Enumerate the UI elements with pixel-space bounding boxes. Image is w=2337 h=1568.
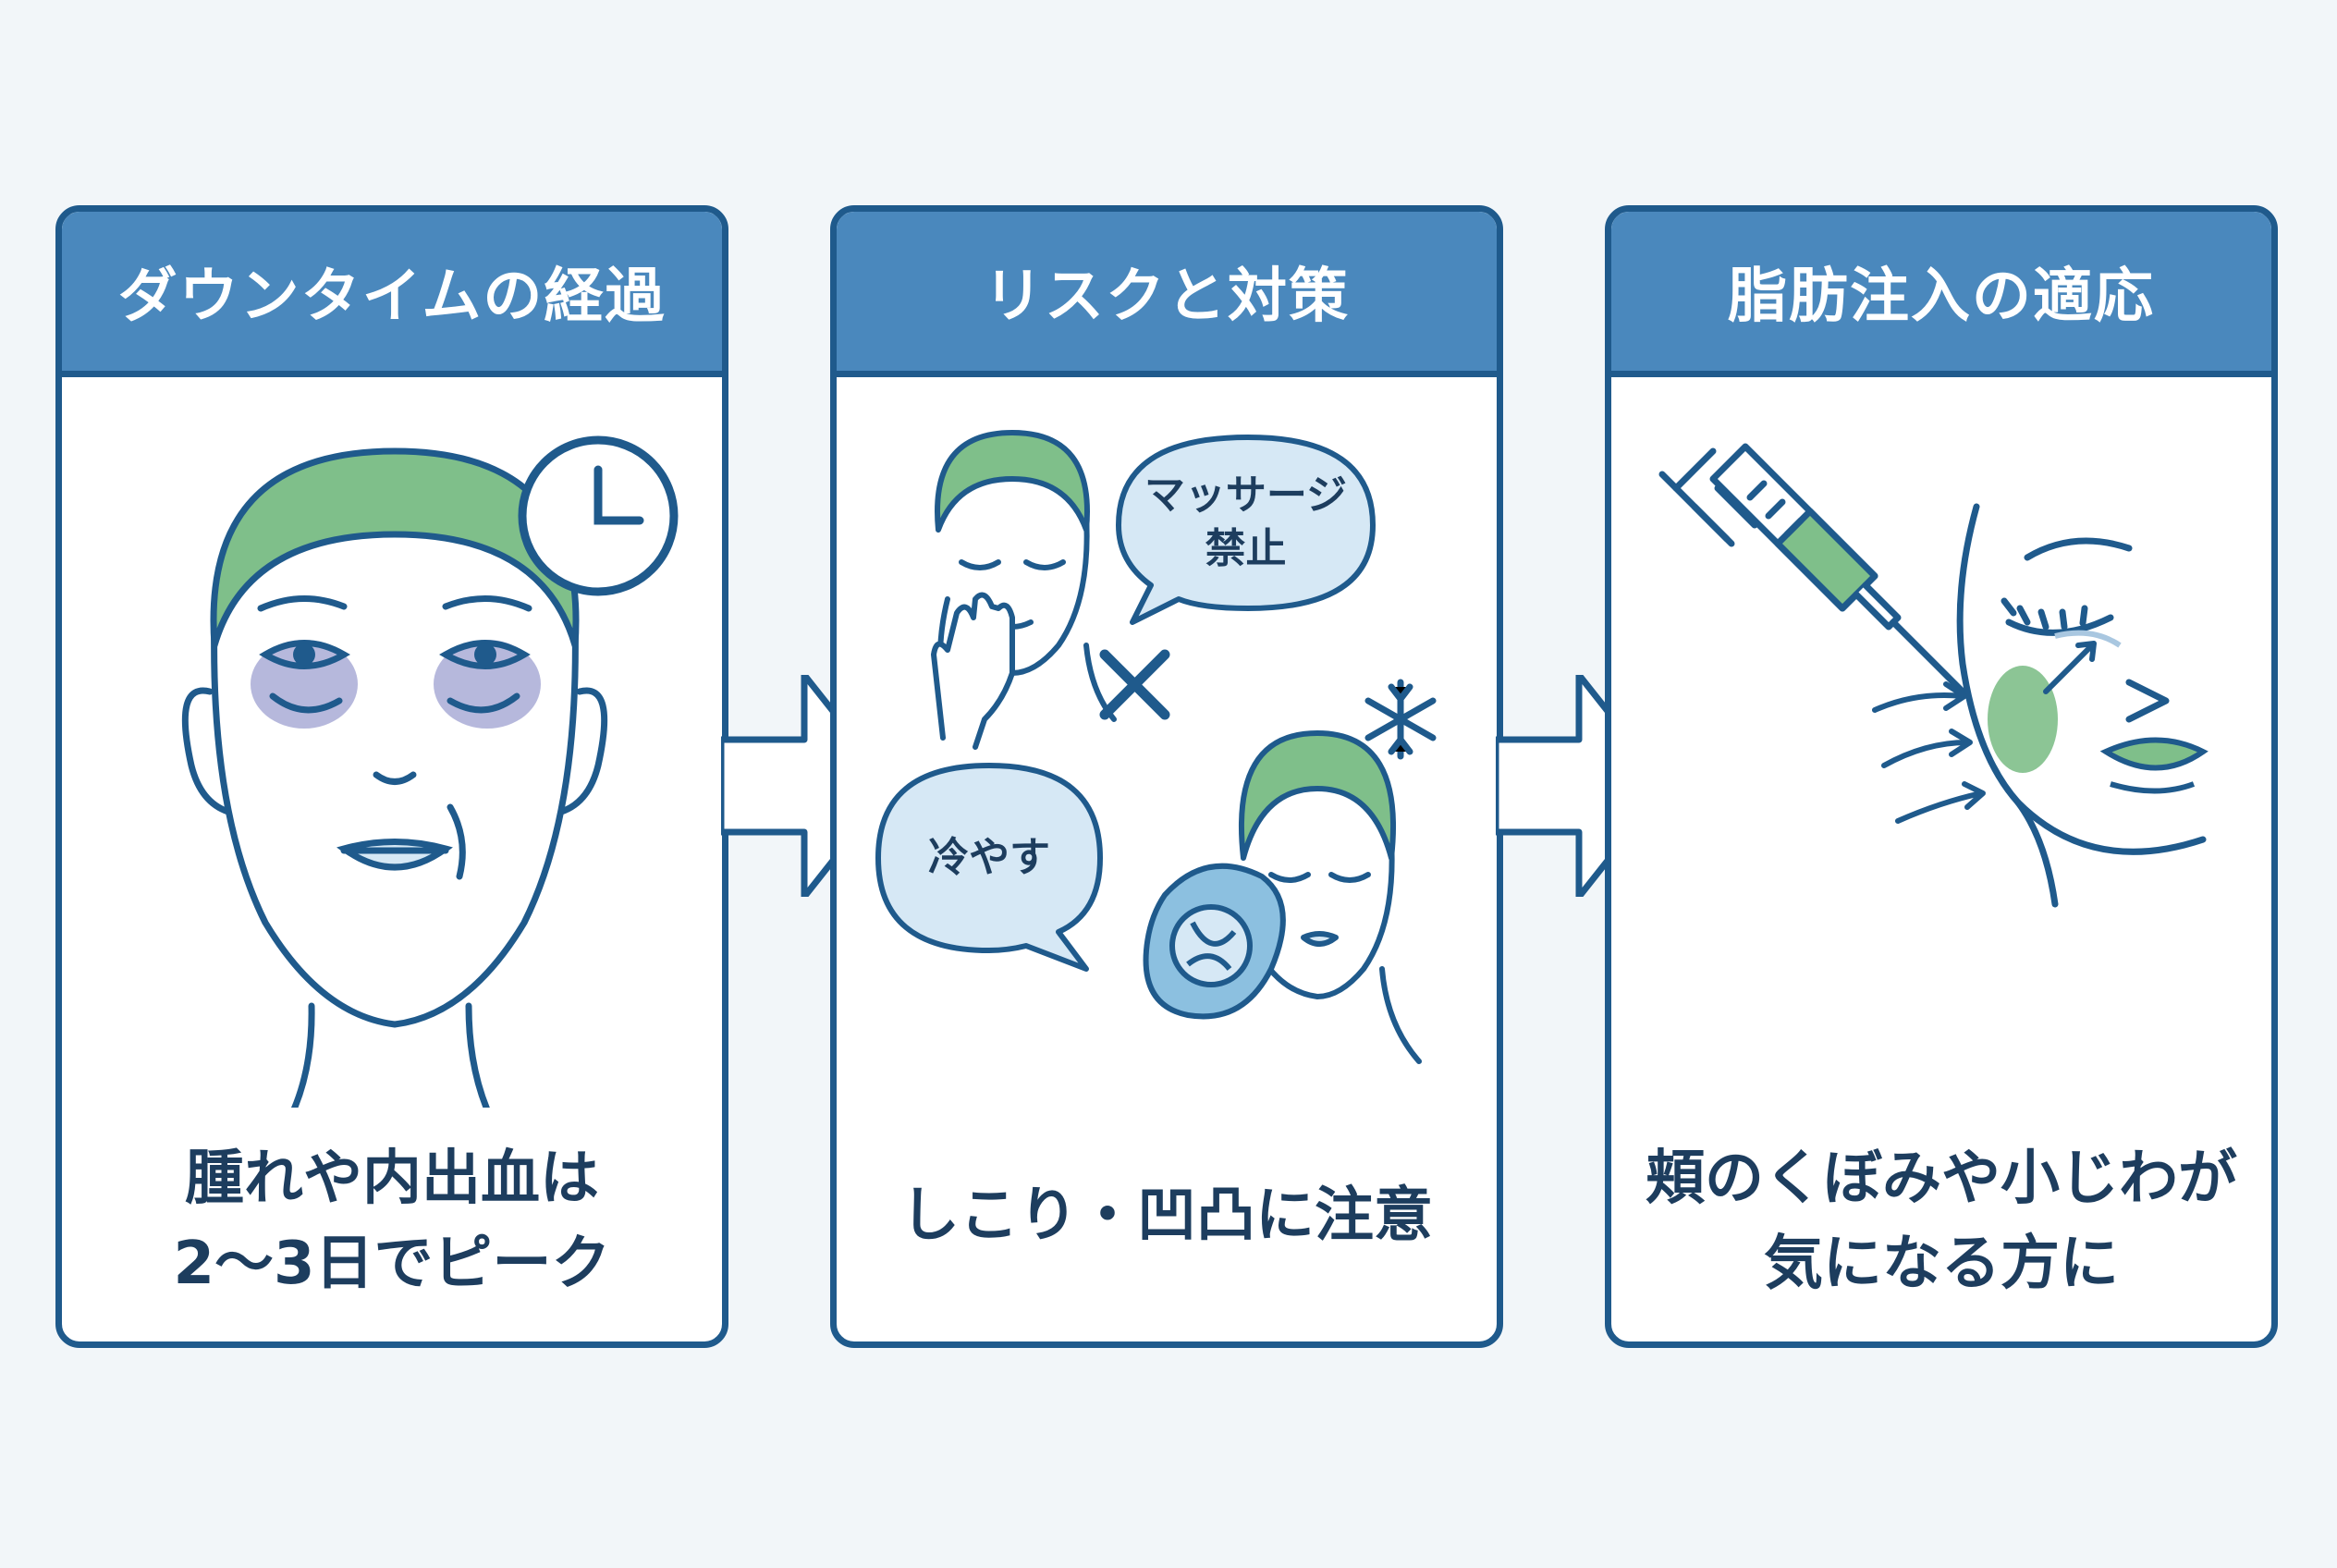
- clock-icon: [518, 435, 679, 596]
- caption-line-1: 頬のくぼみや小じわが: [1646, 1145, 2237, 1213]
- snowflake-icon: [1364, 679, 1437, 760]
- caption-line-2: 2〜3日でピーク: [173, 1230, 611, 1298]
- panel-caption: 頬のくぼみや小じわが 気になる方に: [1611, 1136, 2271, 1306]
- speech-bubble-cool: [875, 763, 1103, 972]
- panel-title: リスクと対策: [837, 212, 1497, 377]
- face-profile-icon: [1956, 503, 2207, 908]
- ice-pack-icon: [1143, 863, 1286, 1020]
- caption-line-1: しこり・凹凸に注意: [900, 1182, 1433, 1250]
- syringe-icon: [1658, 443, 1966, 695]
- panel-risks: リスクと対策: [830, 205, 1503, 1348]
- panel-caption: 腫れや内出血は 2〜3日でピーク: [62, 1136, 722, 1306]
- panel-caption: しこり・凹凸に注意: [837, 1173, 1497, 1258]
- massage-hand-icon: [931, 430, 1117, 750]
- fill-direction-arrows: [1872, 641, 2097, 824]
- cross-mark-icon: [1099, 649, 1170, 720]
- panel-title: ダウンタイムの経過: [62, 212, 722, 377]
- caption-line-2: 気になる方に: [1764, 1230, 2119, 1298]
- caption-line-1: 腫れや内出血は: [185, 1145, 599, 1213]
- bubble-text-cool: 冷やす: [928, 834, 1050, 881]
- speech-bubble-massage: [1116, 435, 1376, 625]
- panel-downtime: ダウンタイムの経過: [55, 205, 728, 1348]
- panel-indications: 脂肪注入の適応: [1605, 205, 2278, 1348]
- face-with-swelling-icon: [181, 435, 679, 1108]
- bubble-text-massage: マッサージ 禁止: [1144, 472, 1348, 572]
- panel-title: 脂肪注入の適応: [1611, 212, 2271, 377]
